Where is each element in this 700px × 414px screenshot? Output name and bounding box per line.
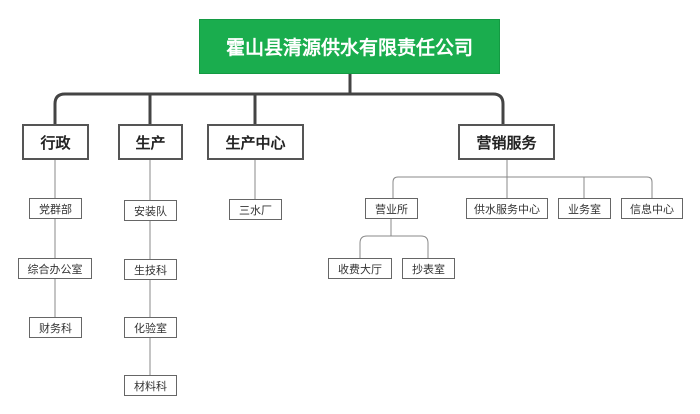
dept-production-center: 生产中心 — [207, 124, 304, 160]
unit-party-affairs: 党群部 — [29, 198, 82, 219]
unit-materials: 材料科 — [124, 375, 177, 396]
unit-laboratory: 化验室 — [124, 317, 177, 338]
unit-finance: 财务科 — [29, 317, 82, 338]
unit-meter-reading: 抄表室 — [402, 258, 455, 279]
unit-general-office: 综合办公室 — [18, 258, 92, 279]
unit-third-water-plant: 三水厂 — [229, 199, 282, 220]
unit-information-center: 信息中心 — [621, 198, 683, 219]
dept-marketing-service: 营销服务 — [458, 124, 555, 160]
unit-business-office: 营业所 — [365, 198, 418, 219]
unit-production-tech: 生技科 — [124, 259, 177, 280]
company-title: 霍山县清源供水有限责任公司 — [199, 19, 500, 74]
unit-business-room: 业务室 — [558, 198, 611, 219]
unit-fee-hall: 收费大厅 — [328, 258, 392, 279]
unit-installation-team: 安装队 — [124, 200, 177, 221]
dept-production: 生产 — [118, 124, 183, 160]
dept-administration: 行政 — [22, 124, 89, 160]
unit-water-service-center: 供水服务中心 — [466, 198, 548, 219]
